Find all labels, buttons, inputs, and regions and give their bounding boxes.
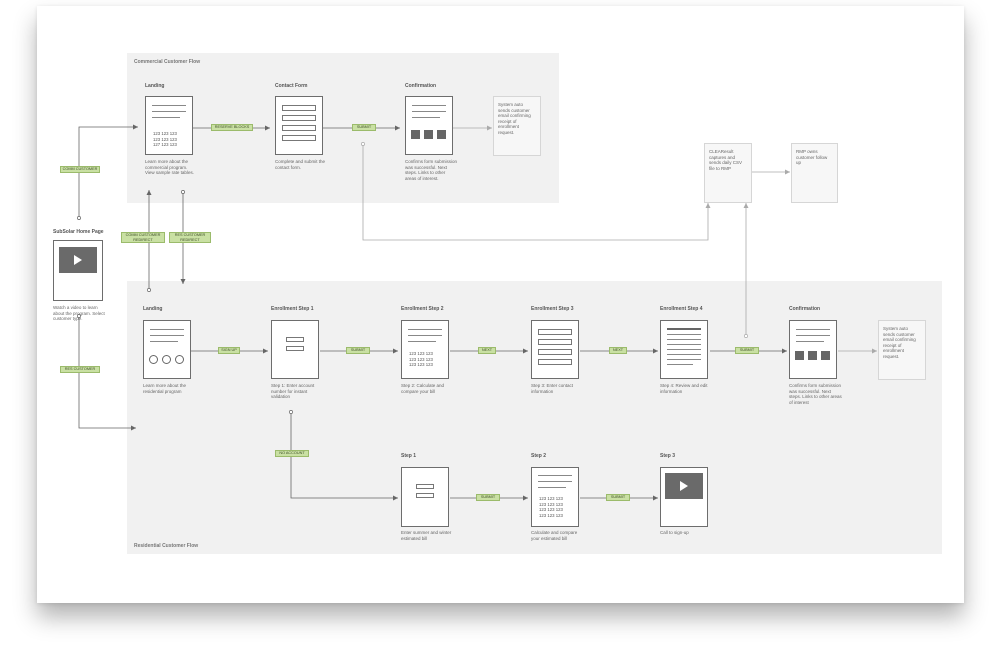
enroll-step2-title: Enrollment Step 2 bbox=[401, 306, 444, 312]
contact-field[interactable] bbox=[282, 115, 316, 121]
link-tile[interactable] bbox=[795, 351, 804, 360]
comm-landing-card[interactable]: 123 123 123 123 123 123 127 123 123 bbox=[145, 96, 193, 155]
res-landing-card[interactable] bbox=[143, 320, 191, 379]
res-customer-tag[interactable]: RES CUSTOMER bbox=[60, 366, 100, 373]
comm-redirect-tag[interactable]: COMM CUSTOMER REDIRECT bbox=[121, 232, 165, 243]
submit-tag[interactable]: SUBMIT bbox=[735, 347, 759, 354]
enroll-step2-card[interactable]: 123 123 123 123 123 123 123 123 123 bbox=[401, 320, 449, 379]
comm-confirmation-title: Confirmation bbox=[405, 83, 437, 89]
enroll-step3-card[interactable] bbox=[531, 320, 579, 379]
account-number-field[interactable] bbox=[286, 337, 304, 342]
residential-lane-title: Residential Customer Flow bbox=[134, 543, 199, 549]
res-confirmation-card[interactable] bbox=[789, 320, 837, 379]
submit-tag[interactable]: SUBMIT bbox=[346, 347, 370, 354]
validate-button[interactable] bbox=[286, 346, 304, 351]
link-tile[interactable] bbox=[808, 351, 817, 360]
comm-confirmation-caption: Confirms form submission was successful.… bbox=[405, 159, 458, 181]
video-thumbnail[interactable] bbox=[665, 473, 703, 499]
enroll-step4-title: Enrollment Step 4 bbox=[660, 306, 703, 312]
home-page-card[interactable] bbox=[53, 240, 103, 301]
home-page-title: SubSolar Home Page bbox=[53, 229, 104, 235]
submit-tag[interactable]: SUBMIT bbox=[352, 124, 376, 131]
estimate-step3-caption: Call to sign-up bbox=[660, 530, 689, 535]
estimate-compare-table: 123 123 123 123 123 123 123 123 123 123 … bbox=[539, 496, 563, 518]
contact-field[interactable] bbox=[538, 329, 572, 335]
winter-bill-field[interactable] bbox=[416, 493, 434, 498]
submit-tag[interactable]: SUBMIT bbox=[606, 494, 630, 501]
contact-form-title: Contact Form bbox=[275, 83, 308, 89]
estimate-step3-card[interactable] bbox=[660, 467, 708, 527]
enroll-step1-caption: Step 1: Enter account number for instant… bbox=[271, 383, 315, 400]
res-confirmation-caption: Confirms form submission was successful.… bbox=[789, 383, 842, 405]
clearesult-note: CLEAResult captures and sends daily CSV … bbox=[704, 143, 752, 203]
rate-table-sample: 123 123 123 123 123 123 127 123 123 bbox=[153, 131, 177, 148]
option-circle[interactable] bbox=[162, 355, 171, 364]
step2-title: Step 2 bbox=[531, 453, 547, 459]
rmp-note: RMP owns customer follow up bbox=[791, 143, 838, 203]
summer-bill-field[interactable] bbox=[416, 484, 434, 489]
estimate-step1-caption: Enter summer and winter estimated bill bbox=[401, 530, 452, 541]
contact-field[interactable] bbox=[538, 339, 572, 345]
enroll-step1-title: Enrollment Step 1 bbox=[271, 306, 314, 312]
commercial-lane-title: Commercial Customer Flow bbox=[134, 59, 201, 65]
next-tag[interactable]: NEXT bbox=[478, 347, 496, 354]
link-tile[interactable] bbox=[437, 130, 446, 139]
estimate-step2-card[interactable]: 123 123 123 123 123 123 123 123 123 123 … bbox=[531, 467, 579, 527]
sign-up-tag[interactable]: SIGN UP bbox=[218, 347, 240, 354]
enroll-step4-caption: Step 4: Review and edit information bbox=[660, 383, 708, 394]
step1-title: Step 1 bbox=[401, 453, 417, 459]
res-landing-caption: Learn more about the residential program bbox=[143, 383, 187, 394]
contact-field[interactable] bbox=[282, 125, 316, 131]
enroll-step2-caption: Step 2: Calculate and compare your bill bbox=[401, 383, 445, 394]
next-tag[interactable]: NEXT bbox=[609, 347, 627, 354]
estimate-step1-card[interactable] bbox=[401, 467, 449, 527]
contact-form-caption: Complete and submit the contact form. bbox=[275, 159, 326, 170]
contact-field[interactable] bbox=[282, 105, 316, 111]
enroll-step4-card[interactable] bbox=[660, 320, 708, 379]
video-thumbnail[interactable] bbox=[59, 247, 97, 273]
option-circle[interactable] bbox=[175, 355, 184, 364]
contact-field[interactable] bbox=[538, 359, 572, 365]
contact-form-card[interactable] bbox=[275, 96, 323, 155]
comm-landing-caption: Learn more about the commercial program.… bbox=[145, 159, 194, 176]
res-redirect-tag[interactable]: RES CUSTOMER REDIRECT bbox=[169, 232, 211, 243]
option-circle[interactable] bbox=[149, 355, 158, 364]
step3-title: Step 3 bbox=[660, 453, 676, 459]
play-icon bbox=[680, 481, 688, 491]
res-email-note: System auto sends customer email confirm… bbox=[878, 320, 926, 380]
bill-compare-table: 123 123 123 123 123 123 123 123 123 bbox=[409, 351, 433, 368]
contact-field[interactable] bbox=[282, 135, 316, 141]
estimate-step2-caption: Calculate and compare your estimated bil… bbox=[531, 530, 578, 541]
contact-field[interactable] bbox=[538, 349, 572, 355]
home-page-caption: Watch a video to learn about the program… bbox=[53, 305, 105, 322]
enroll-step3-caption: Step 3: Enter contact information bbox=[531, 383, 574, 394]
comm-customer-tag[interactable]: COMM CUSTOMER bbox=[60, 166, 100, 173]
no-account-tag[interactable]: NO ACCOUNT bbox=[275, 450, 309, 457]
enroll-step1-card[interactable] bbox=[271, 320, 319, 379]
res-landing-title: Landing bbox=[143, 306, 163, 312]
link-tile[interactable] bbox=[821, 351, 830, 360]
submit-tag[interactable]: SUBMIT bbox=[476, 494, 500, 501]
res-confirmation-title: Confirmation bbox=[789, 306, 821, 312]
comm-landing-title: Landing bbox=[145, 83, 165, 89]
link-tile[interactable] bbox=[424, 130, 433, 139]
comm-confirmation-card[interactable] bbox=[405, 96, 453, 155]
comm-email-note: System auto sends customer email confirm… bbox=[493, 96, 541, 156]
play-icon bbox=[74, 255, 82, 265]
reserve-blocks-tag[interactable]: RESERVE BLOCKS bbox=[211, 124, 253, 131]
enroll-step3-title: Enrollment Step 3 bbox=[531, 306, 574, 312]
link-tile[interactable] bbox=[411, 130, 420, 139]
